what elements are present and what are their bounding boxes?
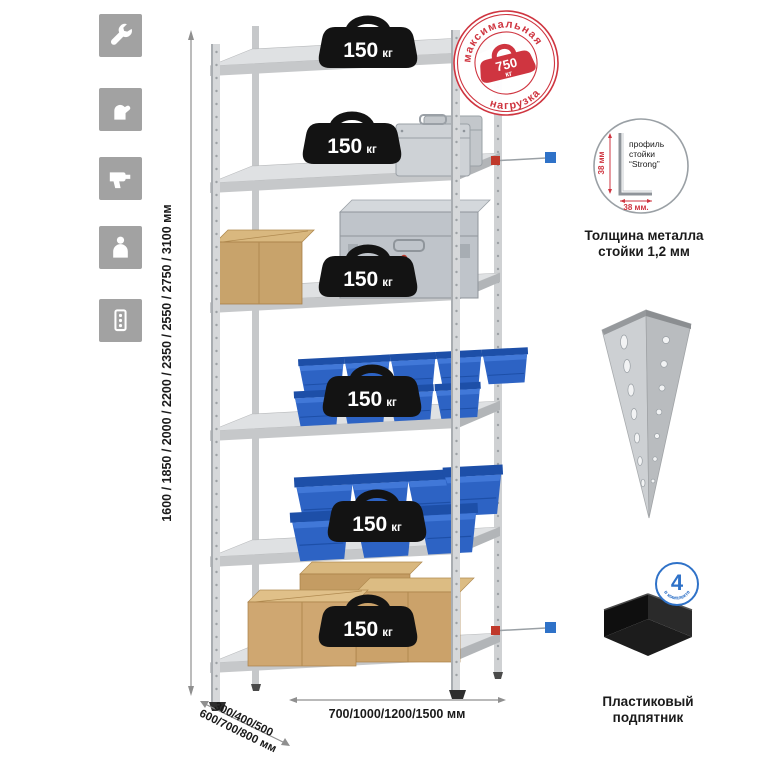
svg-text:4: 4 — [671, 570, 684, 595]
svg-text:стойки: стойки — [629, 149, 655, 159]
svg-text:750: 750 — [494, 55, 519, 75]
aluminum-cases — [395, 114, 483, 177]
svg-text:1600 / 1850 / 2000 / 2200 / 23: 1600 / 1850 / 2000 / 2200 / 2350 / 2550 … — [160, 204, 174, 521]
height-dimension: 1600 / 1850 / 2000 / 2200 / 2350 / 2550 … — [160, 30, 194, 696]
svg-text:Толщина металла: Толщина металла — [584, 228, 704, 243]
front-left-post — [211, 44, 220, 702]
svg-text:38 мм.: 38 мм. — [623, 203, 648, 212]
quantity-badge: 4 в комплекте — [655, 562, 699, 606]
cardboard-box-small — [215, 229, 315, 305]
svg-text:подпятник: подпятник — [613, 710, 684, 725]
person-icon — [99, 226, 142, 269]
svg-text:700/1000/1200/1500 мм: 700/1000/1200/1500 мм — [329, 707, 466, 721]
width-dimension: 700/1000/1200/1500 мм — [289, 697, 506, 721]
back-left-post — [252, 26, 259, 684]
stamp-kettlebell: 750 кг — [480, 43, 536, 83]
foot-caption: Пластиковый подпятник — [602, 694, 693, 725]
svg-text:38 мм: 38 мм — [597, 151, 606, 174]
rack-feet — [209, 672, 503, 711]
front-right-post — [451, 30, 460, 690]
rack-icon — [99, 299, 142, 342]
max-load-stamp: максимальная нагрузка 750 кг — [453, 9, 559, 118]
svg-text:Пластиковый: Пластиковый — [602, 694, 693, 709]
perforated-post-image — [601, 309, 692, 519]
svg-text:кг: кг — [504, 68, 513, 78]
profile-caption: Толщина металла стойки 1,2 мм — [584, 228, 704, 259]
svg-text:профиль: профиль — [629, 139, 665, 149]
svg-text:стойки 1,2 мм: стойки 1,2 мм — [598, 244, 690, 259]
callout-line-top — [491, 152, 556, 165]
back-right-post — [494, 14, 502, 672]
gloves-icon — [99, 88, 142, 131]
plastic-foot-image — [603, 593, 693, 656]
profile-detail-circle: 38 мм 38 мм. профиль стойки “Strong” — [593, 118, 689, 214]
wrench-icon — [99, 14, 142, 57]
callout-line-bottom — [491, 622, 556, 635]
svg-text:в комплекте: в комплекте — [662, 590, 692, 602]
drill-icon — [99, 157, 142, 200]
svg-text:“Strong”: “Strong” — [629, 159, 660, 169]
